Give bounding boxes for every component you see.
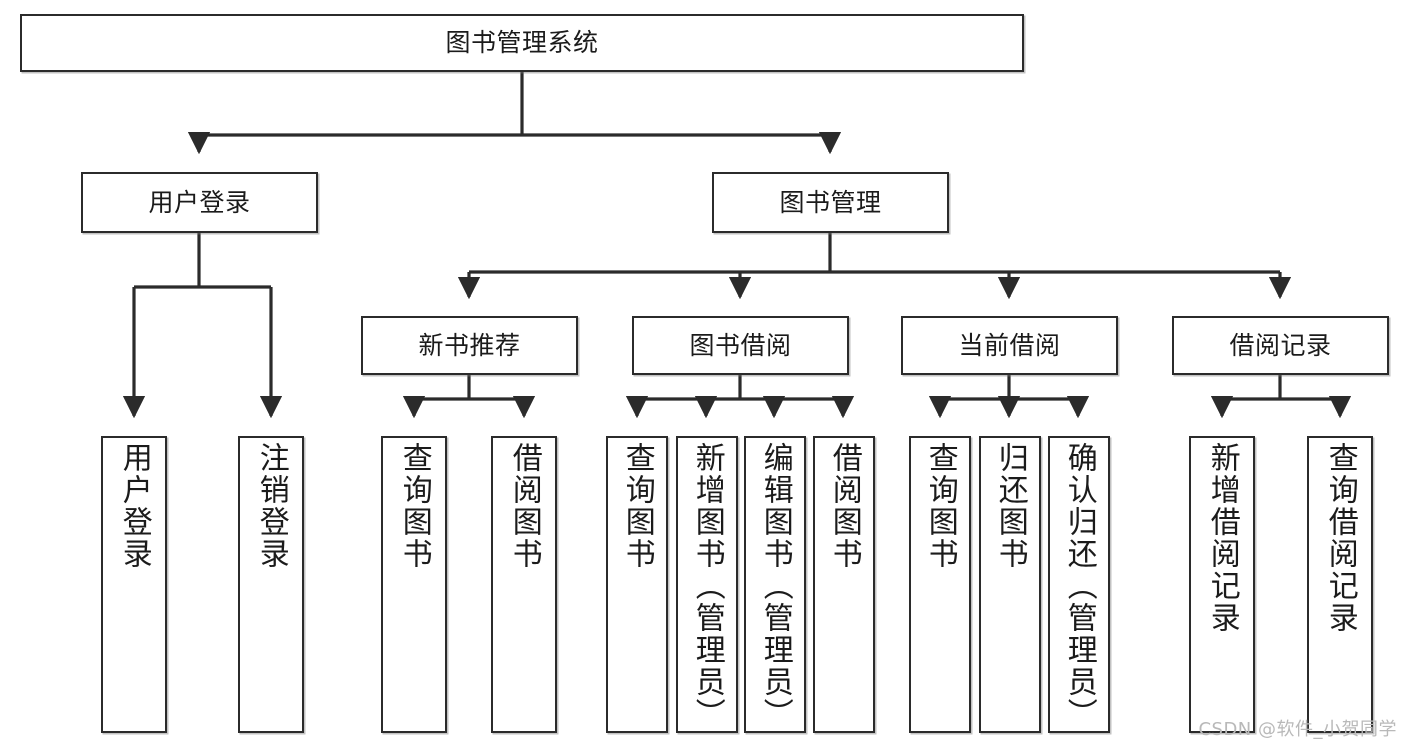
node-label: 查询借阅记录	[1322, 442, 1358, 634]
node-label: 编辑图书（管理员）	[757, 442, 793, 730]
node-label: 查询图书	[396, 442, 432, 570]
leaf-return-book[interactable]: 归还图书	[979, 436, 1041, 733]
node-label: 图书借阅	[689, 330, 792, 360]
node-current-borrow[interactable]: 当前借阅	[901, 316, 1118, 375]
node-root-system[interactable]: 图书管理系统	[20, 14, 1024, 72]
node-label: 确认归还（管理员）	[1061, 442, 1097, 730]
leaf-borrow-book-recommend[interactable]: 借阅图书	[491, 436, 557, 733]
leaf-query-book-recommend[interactable]: 查询图书	[381, 436, 447, 733]
node-label: 新书推荐	[418, 330, 521, 360]
leaf-user-login[interactable]: 用户登录	[101, 436, 167, 733]
leaf-logout-login[interactable]: 注销登录	[238, 436, 304, 733]
leaf-add-book-admin[interactable]: 新增图书（管理员）	[676, 436, 738, 733]
node-book-management[interactable]: 图书管理	[712, 172, 949, 233]
leaf-edit-book-admin[interactable]: 编辑图书（管理员）	[744, 436, 806, 733]
node-new-book-recommend[interactable]: 新书推荐	[361, 316, 578, 375]
node-label: 新增借阅记录	[1204, 442, 1240, 634]
node-user-login[interactable]: 用户登录	[81, 172, 318, 233]
node-label: 当前借阅	[958, 330, 1061, 360]
leaf-query-borrow-record[interactable]: 查询借阅记录	[1307, 436, 1373, 733]
node-label: 借阅图书	[506, 442, 542, 570]
leaf-confirm-return-admin[interactable]: 确认归还（管理员）	[1048, 436, 1110, 733]
leaf-query-book-borrow[interactable]: 查询图书	[606, 436, 668, 733]
node-label: 查询图书	[922, 442, 958, 570]
node-label: 用户登录	[116, 442, 152, 570]
leaf-add-borrow-record[interactable]: 新增借阅记录	[1189, 436, 1255, 733]
node-label: 归还图书	[992, 442, 1028, 570]
node-label: 查询图书	[619, 442, 655, 570]
node-label: 新增图书（管理员）	[689, 442, 725, 730]
node-book-borrow[interactable]: 图书借阅	[632, 316, 849, 375]
node-label: 借阅图书	[826, 442, 862, 570]
node-label: 注销登录	[253, 442, 289, 570]
node-label: 借阅记录	[1229, 330, 1332, 360]
leaf-query-book-current[interactable]: 查询图书	[909, 436, 971, 733]
node-label: 用户登录	[148, 187, 251, 217]
csdn-watermark: CSDN @软件_小贺同学	[1198, 719, 1397, 740]
node-label: 图书管理	[779, 187, 882, 217]
leaf-borrow-book[interactable]: 借阅图书	[813, 436, 875, 733]
node-borrow-record[interactable]: 借阅记录	[1172, 316, 1389, 375]
node-label: 图书管理系统	[445, 28, 599, 57]
